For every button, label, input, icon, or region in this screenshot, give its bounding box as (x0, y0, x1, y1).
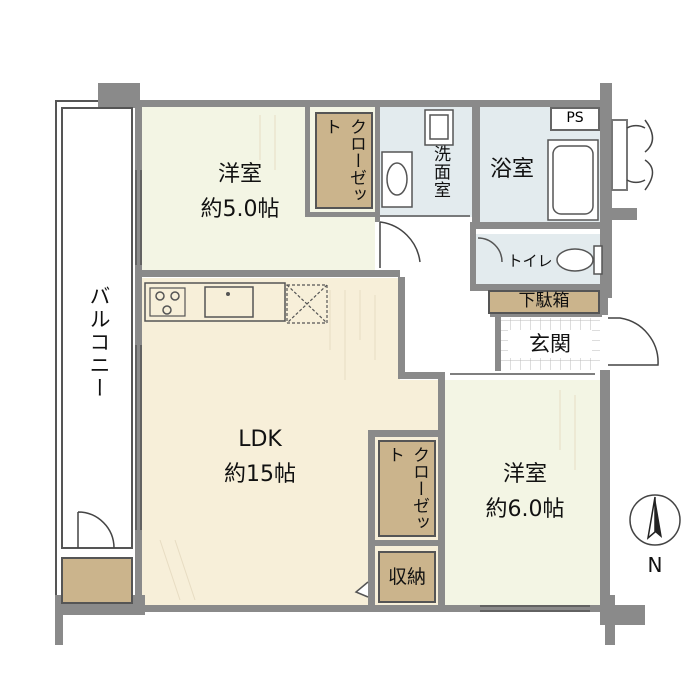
toilet-name: トイレ (507, 252, 553, 270)
shoe-box-name: 下駄箱 (518, 291, 570, 311)
pipe-space-label: PS (566, 110, 584, 126)
western-room-large-floor (445, 380, 602, 606)
shoe-box[interactable] (488, 290, 600, 314)
ldk-floor (142, 278, 400, 606)
western-room-small-name: 洋室 (217, 162, 262, 187)
closet-mid[interactable] (378, 440, 436, 537)
washroom-fixtures (381, 109, 454, 208)
toilet-fixture (477, 237, 603, 275)
storage-door-mark (354, 581, 369, 598)
balcony-unit (61, 557, 133, 604)
windows (135, 170, 595, 612)
ldk-name: LDK (238, 427, 282, 452)
balcony-rail (61, 107, 133, 549)
ldk-size: 約15帖 (224, 462, 296, 487)
storage-box[interactable] (378, 551, 436, 603)
western-room-large-name: 洋室 (502, 462, 547, 487)
compass-north-label: N (647, 553, 663, 577)
western-room-large-size: 約6.0帖 (485, 497, 565, 522)
bathtub (547, 139, 599, 221)
compass-icon (629, 494, 681, 546)
bath-name: 浴室 (489, 157, 534, 182)
balcony-name: バルコニー (87, 285, 111, 400)
kitchen-counter (144, 282, 328, 324)
door-swings (77, 119, 659, 549)
western-room-small-size: 約5.0帖 (200, 197, 280, 222)
closet-mid-name: クローゼット (384, 446, 429, 531)
washroom-name: 洗面室 (430, 145, 450, 199)
wood-grain (159, 115, 576, 601)
closet-top-name: クローゼット (321, 118, 366, 203)
pipe-space: PS (550, 107, 600, 131)
storage-name: 収納 (387, 566, 426, 588)
entrance-name: 玄関 (508, 330, 592, 358)
closet-top[interactable] (315, 112, 373, 209)
